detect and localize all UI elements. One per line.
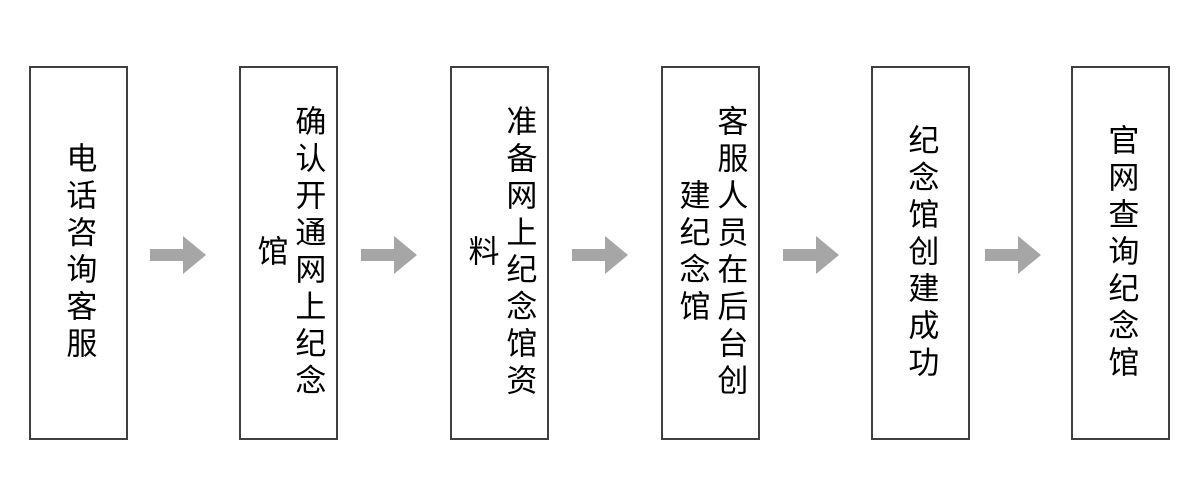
flow-node-4-label: 客服人员在后台创建纪念馆 xyxy=(674,105,748,401)
arrow-right-icon-4 xyxy=(783,236,839,274)
arrow-right-icon-2 xyxy=(361,236,417,274)
flow-node-3[interactable]: 准备网上纪念馆资料 xyxy=(450,66,549,440)
arrow-right-icon-5 xyxy=(985,236,1041,274)
flow-node-2[interactable]: 确认开通网上纪念馆 xyxy=(239,66,338,440)
flow-node-4[interactable]: 客服人员在后台创建纪念馆 xyxy=(661,66,760,440)
flow-node-6[interactable]: 官网查询纪念馆 xyxy=(1071,66,1170,440)
flow-node-6-label: 官网查询纪念馆 xyxy=(1103,123,1139,383)
flow-node-3-label: 准备网上纪念馆资料 xyxy=(463,105,537,401)
flow-node-5[interactable]: 纪念馆创建成功 xyxy=(871,66,970,440)
arrow-right-icon-1 xyxy=(150,236,206,274)
flow-node-2-label: 确认开通网上纪念馆 xyxy=(252,105,326,401)
arrow-right-icon-3 xyxy=(572,236,628,274)
flow-node-5-label: 纪念馆创建成功 xyxy=(903,123,939,383)
flow-node-1-label: 电话咨询客服 xyxy=(61,142,97,364)
flow-node-1[interactable]: 电话咨询客服 xyxy=(29,66,128,440)
